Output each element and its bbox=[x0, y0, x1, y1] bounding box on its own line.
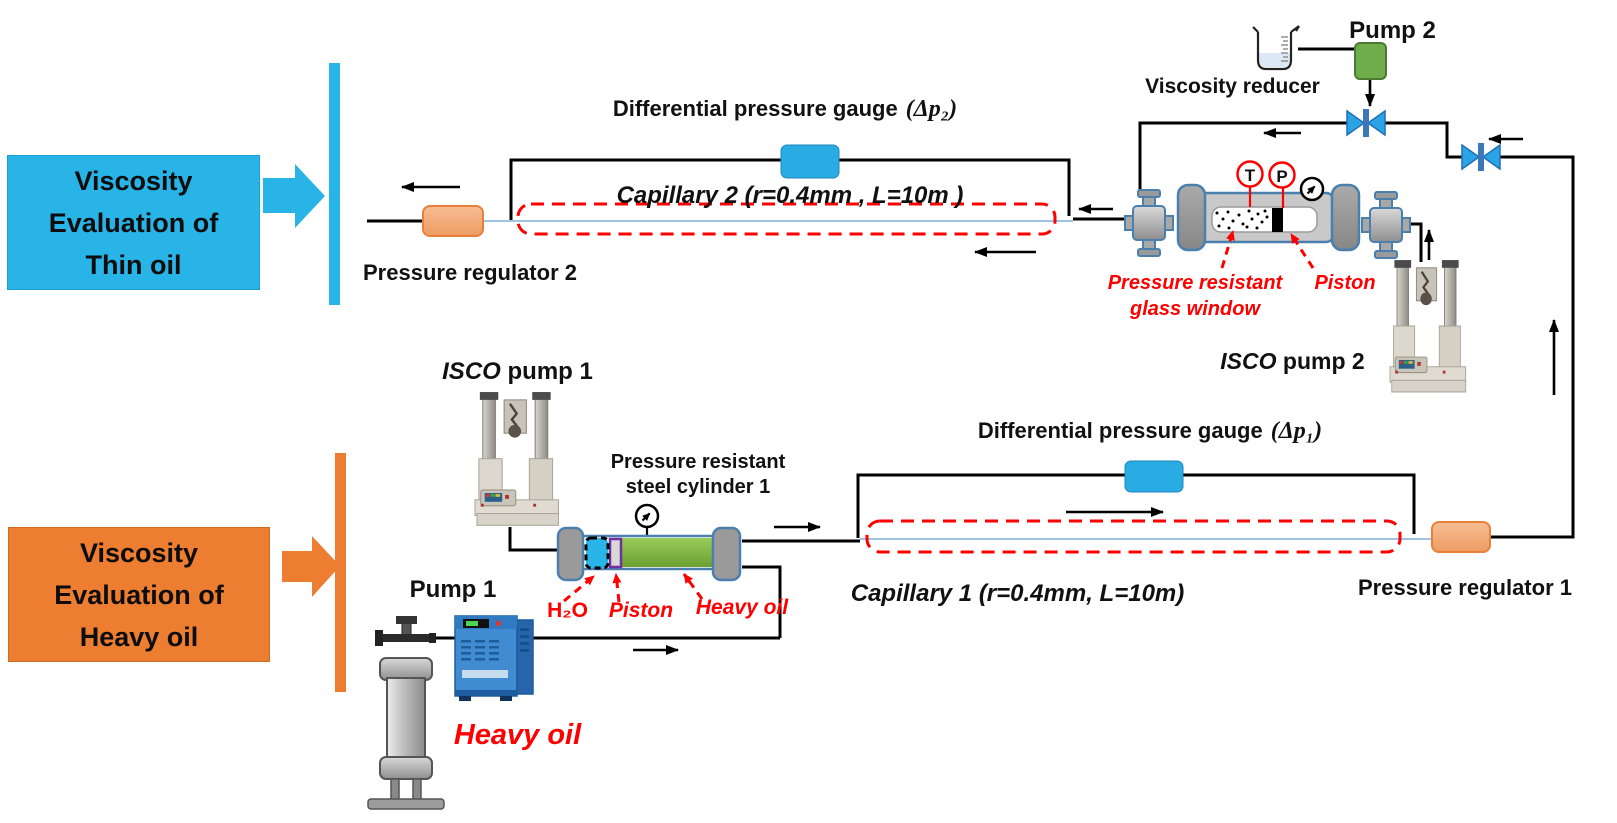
gauge-dial-icon bbox=[1301, 178, 1323, 200]
dpg2-symbol: (Δp₂) bbox=[905, 96, 958, 122]
pump-2-label: Pump 2 bbox=[1349, 17, 1436, 44]
title-line: Evaluation of bbox=[54, 579, 224, 610]
valve-icon bbox=[1346, 108, 1386, 138]
steel-cylinder-label-line1: Pressure resistant bbox=[610, 451, 786, 473]
pressure-resistant-steel-cylinder-1 bbox=[556, 505, 742, 582]
pipe-fitting-icon bbox=[1361, 191, 1411, 259]
isco-pump-2-image bbox=[1388, 258, 1467, 394]
capillary-1-dashed-outline bbox=[865, 519, 1402, 554]
title-line: Thin oil bbox=[85, 249, 182, 280]
glass-window-label-line1: Pressure resistant bbox=[1107, 272, 1283, 294]
piston-1-label: Piston bbox=[608, 599, 674, 622]
dpg2-label: Differential pressure gauge (Δp₂) bbox=[505, 96, 1065, 123]
isco-brand: ISCO bbox=[1220, 348, 1277, 374]
thin-oil-pointer-arrow bbox=[263, 63, 340, 305]
heavy-oil-vessel-icon bbox=[367, 616, 445, 810]
oil-particles bbox=[1215, 209, 1269, 230]
beaker-icon bbox=[1252, 25, 1300, 71]
heavy-oil-pointer-arrow bbox=[282, 453, 346, 692]
heavy-oil-title-box: Viscosity Evaluation of Heavy oil bbox=[8, 527, 270, 662]
dpg2-label-text: Differential pressure gauge bbox=[612, 96, 898, 121]
heavy-oil-source-label: Heavy oil bbox=[453, 719, 582, 751]
cylinder-end-cap bbox=[1176, 183, 1207, 252]
title-line: Viscosity bbox=[74, 165, 193, 196]
pressure-regulator-2-label: Pressure regulator 2 bbox=[363, 260, 577, 285]
pipe-fitting-icon bbox=[1124, 189, 1174, 257]
isco-pump-1-image bbox=[473, 390, 560, 527]
h2o-label: H₂O bbox=[547, 599, 588, 622]
temperature-indicator-icon bbox=[1236, 160, 1264, 188]
pump-1-image bbox=[454, 615, 534, 701]
differential-pressure-gauge-1 bbox=[1124, 460, 1184, 493]
valve-icon bbox=[1461, 142, 1501, 172]
isco-rest: pump 2 bbox=[1276, 348, 1365, 374]
indicator-t-letter: T bbox=[1245, 166, 1256, 185]
indicator-p-letter: P bbox=[1276, 167, 1287, 186]
steel-cylinder-label-line2: steel cylinder 1 bbox=[625, 476, 771, 498]
glass-window-label-line2: glass window bbox=[1129, 298, 1261, 320]
annotation-arrows-top bbox=[1220, 230, 1315, 269]
heavy-oil-fill-label: Heavy oil bbox=[695, 596, 789, 619]
capillary-1-label: Capillary 1 (r=0.4mm, L=10m) bbox=[850, 580, 1185, 607]
pressure-regulator-1-label: Pressure regulator 1 bbox=[1358, 575, 1572, 600]
gauge-dial-icon bbox=[636, 505, 658, 527]
title-line: Viscosity bbox=[79, 537, 199, 568]
heavy-oil-fill bbox=[622, 538, 713, 567]
cylinder-end-cap bbox=[711, 526, 742, 582]
capillary-2-label: Capillary 2 (r=0.4mm , L=10m ) bbox=[616, 182, 964, 209]
viscosity-reducer-label: Viscosity reducer bbox=[1145, 75, 1320, 98]
annotation-arrows-bottom bbox=[563, 573, 704, 603]
cylinder-end-cap bbox=[556, 526, 585, 582]
pump-2-box bbox=[1354, 42, 1387, 80]
isco-rest: pump 1 bbox=[500, 358, 593, 385]
capillary-2-dashed-outline bbox=[516, 202, 1057, 236]
title-line: Heavy oil bbox=[79, 621, 199, 652]
piston-2 bbox=[1272, 208, 1283, 232]
isco-pump-1-label: ISCO pump 1 bbox=[420, 358, 615, 386]
isco-brand: ISCO bbox=[442, 358, 501, 385]
pressure-regulator-1 bbox=[1431, 521, 1491, 553]
title-line: Evaluation of bbox=[48, 207, 219, 238]
isco-pump-2-label: ISCO pump 2 bbox=[1205, 348, 1380, 375]
pump-1-label: Pump 1 bbox=[409, 576, 497, 603]
differential-pressure-gauge-2 bbox=[780, 144, 840, 179]
dpg1-symbol: (Δp₁) bbox=[1270, 418, 1323, 444]
glass-window-label: Pressure resistant glass window bbox=[1090, 270, 1300, 322]
h2o-chamber bbox=[584, 536, 610, 570]
piston-1 bbox=[608, 537, 623, 569]
cylinder-end-cap bbox=[1330, 183, 1361, 252]
flow-arrows bbox=[401, 80, 1559, 655]
pressure-indicator-icon bbox=[1268, 161, 1296, 189]
thin-oil-title-box: Viscosity Evaluation of Thin oil bbox=[7, 155, 260, 290]
piston-2-label: Piston bbox=[1314, 272, 1376, 294]
glass-window bbox=[1211, 206, 1318, 233]
pressure-regulator-2 bbox=[422, 205, 484, 237]
pressure-resistant-glass-window-cell: T P bbox=[1124, 160, 1411, 259]
dpg1-label-text: Differential pressure gauge bbox=[977, 418, 1263, 443]
dpg1-label: Differential pressure gauge (Δp₁) bbox=[885, 418, 1415, 445]
steel-cylinder-label: Pressure resistant steel cylinder 1 bbox=[598, 450, 798, 500]
